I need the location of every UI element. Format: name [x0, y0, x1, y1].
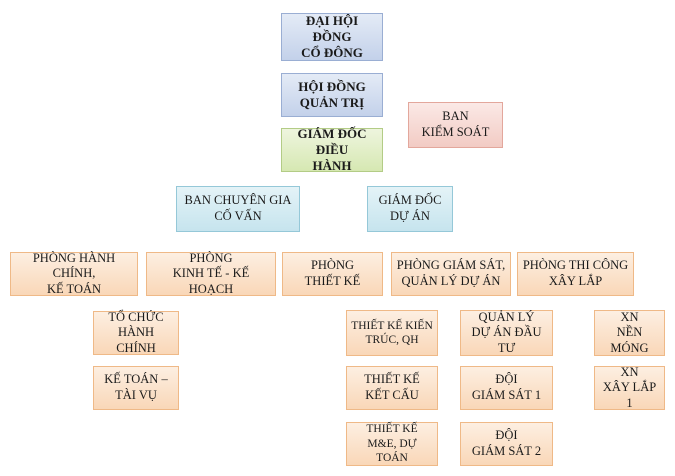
hoi-dong-quan-tri-box: HỘI ĐỒNG QUẢN TRỊ [281, 73, 383, 117]
quan-ly-du-an-dau-tu-box: QUẢN LÝ DỰ ÁN ĐẦU TƯ [460, 310, 553, 356]
thiet-ke-kien-truc-qh-box: THIẾT KẾ KIẾN TRÚC, QH [346, 310, 438, 356]
ke-toan-tai-vu-box: KẾ TOÁN – TÀI VỤ [93, 366, 179, 410]
xn-xay-lap-1-box: XN XÂY LẮP 1 [594, 365, 665, 410]
doi-giam-sat-2-box: ĐỘI GIÁM SÁT 2 [460, 422, 553, 466]
ban-kiem-soat-box: BAN KIỂM SOÁT [408, 102, 503, 148]
giam-doc-dieu-hanh-box: GIÁM ĐỐC ĐIỀU HÀNH [281, 126, 383, 173]
phong-kinh-te-ke-hoach-box: PHÒNG KINH TẾ - KẾ HOẠCH [146, 251, 276, 296]
thiet-ke-me-du-toan-box: THIẾT KẾ M&E, DỰ TOÁN [346, 422, 438, 466]
xn-nen-mong-box: XN NỀN MÓNG [594, 310, 665, 356]
phong-thiet-ke-box: PHÒNG THIẾT KẾ [282, 252, 383, 296]
doi-giam-sat-1-box: ĐỘI GIÁM SÁT 1 [460, 366, 553, 410]
to-chuc-hanh-chinh-box: TỔ CHỨC HÀNH CHÍNH [93, 310, 179, 355]
phong-giam-sat-quan-ly-du-an-box: PHÒNG GIÁM SÁT, QUẢN LÝ DỰ ÁN [391, 252, 511, 296]
giam-doc-du-an-box: GIÁM ĐỐC DỰ ÁN [367, 186, 453, 232]
ban-chuyen-gia-co-van-box: BAN CHUYÊN GIA CỐ VẤN [176, 186, 300, 232]
thiet-ke-ket-cau-box: THIẾT KẾ KẾT CẤU [346, 366, 438, 410]
phong-hanh-chinh-ke-toan-box: PHÒNG HÀNH CHÍNH, KẾ TOÁN [10, 251, 138, 296]
phong-thi-cong-xay-lap-box: PHÒNG THI CÔNG XÂY LẮP [517, 252, 634, 296]
dai-hoi-dong-co-dong-box: ĐẠI HỘI ĐỒNG CỔ ĐÔNG [281, 13, 383, 61]
